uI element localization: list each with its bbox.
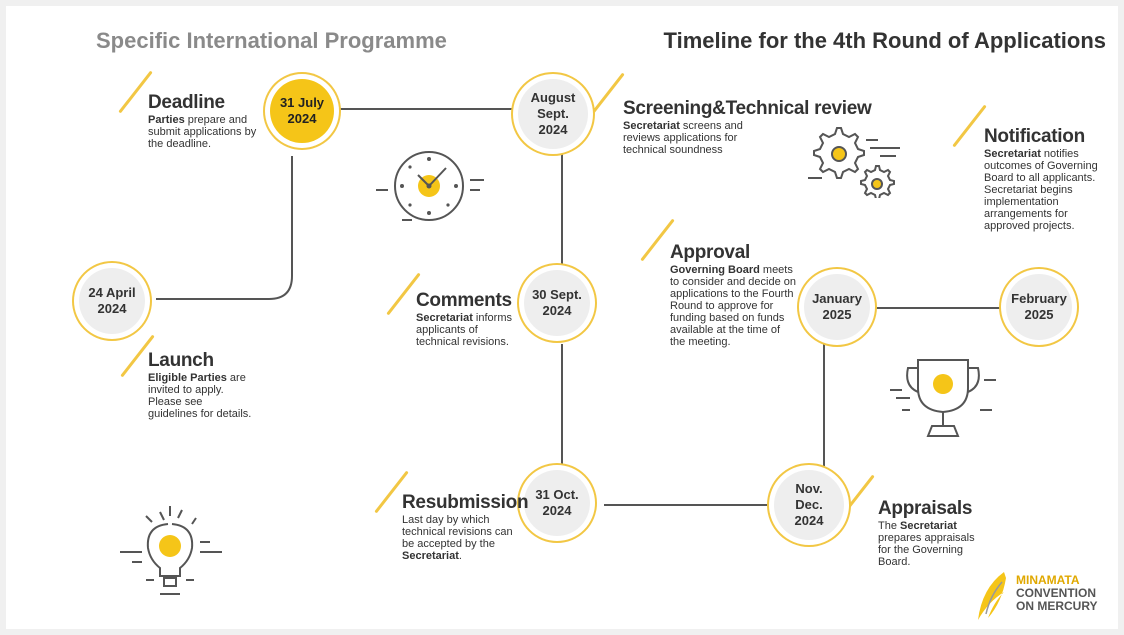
step-title: Comments: [416, 290, 512, 311]
step-description: are invited to apply. Please see guideli…: [148, 372, 252, 420]
step-description: meets to consider and decide on applicat…: [670, 264, 796, 348]
node-february-2025: February 2025: [1006, 274, 1072, 340]
clock-icon: [376, 151, 484, 221]
gears-icon: [808, 127, 900, 198]
trophy-icon: [890, 359, 996, 437]
step-title: Resubmission: [402, 492, 529, 513]
step-screening: Screening&Technical review Secretariat s…: [623, 98, 872, 156]
step-resubmission: Resubmission Last day by which technical…: [402, 492, 529, 562]
timeline-title: Timeline for the 4th Round of Applicatio…: [663, 28, 1106, 53]
step-actor: Secretariat: [623, 120, 680, 132]
timeline-canvas: Specific International Programme Timelin…: [6, 6, 1118, 629]
step-actor: Secretariat: [984, 148, 1041, 160]
step-description: notifies outcomes of Governing Board to …: [984, 148, 1098, 232]
step-description: Last day by which technical revisions ca…: [402, 514, 513, 550]
minamata-logo-icon: [978, 572, 1006, 620]
node-january-2025: January 2025: [804, 274, 870, 340]
step-title: Appraisals: [878, 498, 973, 519]
step-description: screens and reviews applications for tec…: [623, 120, 743, 156]
step-title: Notification: [984, 126, 1085, 147]
step-description: prepare and submit applications by the d…: [148, 114, 257, 150]
step-description: informs applicants of technical revision…: [416, 312, 512, 348]
node-nov-dec-2024: Nov. Dec. 2024: [774, 470, 844, 540]
minamata-logo: MINAMATA CONVENTION ON MERCURY: [972, 568, 1114, 624]
timeline-connectors: [156, 108, 1002, 506]
programme-title: Specific International Programme: [96, 28, 447, 53]
step-actor: Parties: [148, 114, 185, 126]
step-title: Launch: [148, 350, 214, 371]
minamata-logo-text: MINAMATA CONVENTION ON MERCURY: [1016, 573, 1098, 613]
node-24-april-2024: 24 April 2024: [79, 268, 145, 334]
step-comments: Comments Secretariat informs applicants …: [416, 290, 536, 348]
lightbulb-icon: [120, 506, 222, 595]
step-actor: Secretariat: [402, 550, 459, 562]
step-launch: Launch Eligible Parties are invited to a…: [148, 350, 258, 420]
step-title: Screening&Technical review: [623, 98, 872, 119]
step-actor: Secretariat: [416, 312, 473, 324]
node-august-sept-2024: August Sept. 2024: [518, 79, 588, 149]
step-approval: Approval Governing Board meets to consid…: [670, 242, 800, 348]
node-31-july-2024: 31 July 2024: [270, 79, 334, 143]
node-30-sept-2024: 30 Sept. 2024: [524, 270, 590, 336]
step-actor: Governing Board: [670, 264, 760, 276]
step-notification: Notification Secretariat notifies outcom…: [984, 126, 1114, 232]
step-deadline: Deadline Parties prepare and submit appl…: [148, 92, 268, 150]
step-title: Deadline: [148, 92, 225, 113]
step-title: Approval: [670, 242, 750, 263]
step-actor: Secretariat: [900, 520, 957, 532]
step-appraisals: Appraisals The Secretariat prepares appr…: [878, 498, 988, 568]
step-description-start: The: [878, 520, 901, 532]
step-description: prepares appraisals for the Governing Bo…: [878, 532, 975, 568]
step-actor: Eligible Parties: [148, 372, 227, 384]
node-31-oct-2024: 31 Oct. 2024: [524, 470, 590, 536]
step-description-end: .: [458, 550, 462, 562]
